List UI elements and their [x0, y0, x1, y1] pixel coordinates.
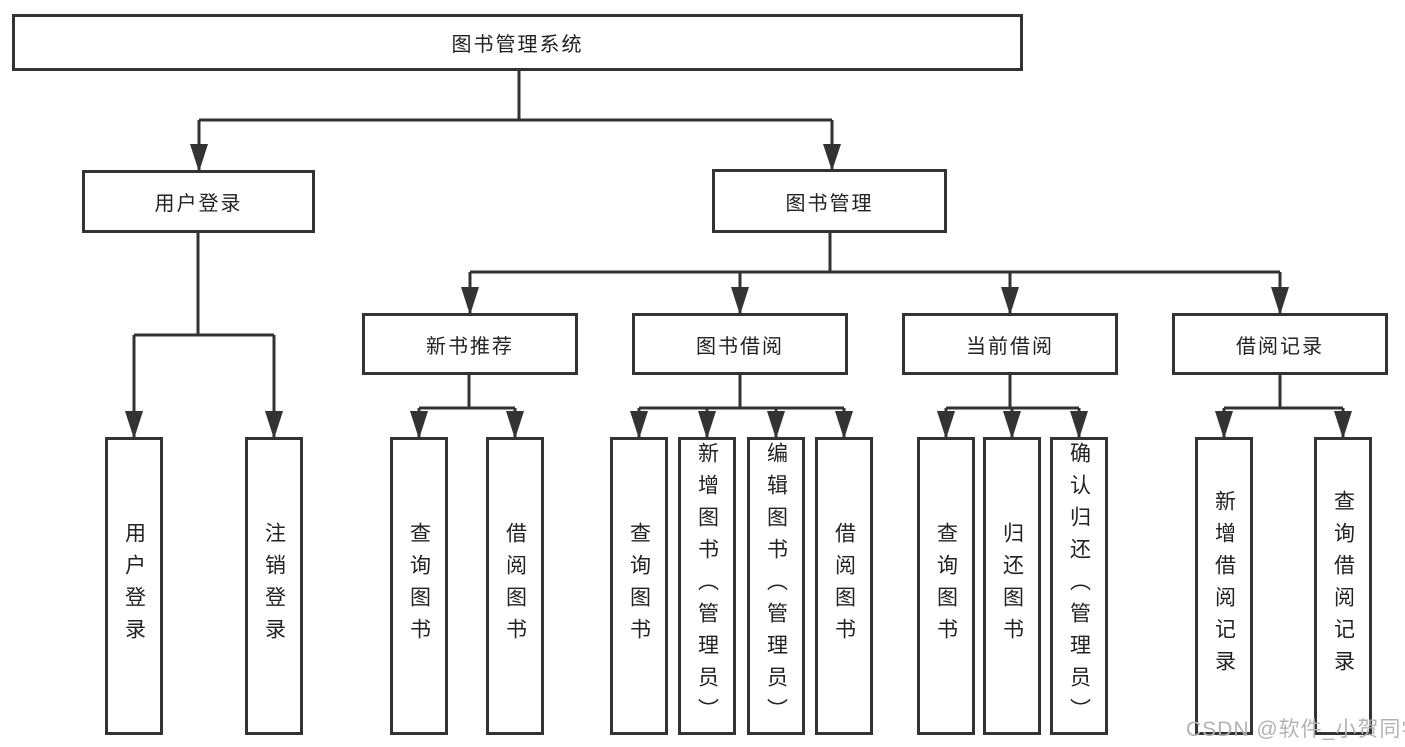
connector-borrow-records-group — [1222, 375, 1345, 437]
node-label: 借阅图书 — [832, 522, 856, 650]
node-label: 确认归还（管理员） — [1067, 442, 1091, 730]
node-label: 用户登录 — [122, 522, 146, 650]
node-label: 编辑图书（管理员） — [764, 442, 788, 730]
leaf-add-books-admin: 新增图书（管理员） — [678, 437, 736, 735]
leaf-return-books: 归还图书 — [983, 437, 1041, 735]
arrowheads — [125, 144, 1352, 439]
leaf-confirm-return-admin: 确认归还（管理员） — [1050, 437, 1108, 735]
node-new-book-recommend: 新书推荐 — [362, 313, 578, 375]
node-user-login: 用户登录 — [82, 170, 315, 233]
node-label: 归还图书 — [1000, 522, 1024, 650]
leaf-add-borrow-record: 新增借阅记录 — [1195, 437, 1253, 735]
node-label: 查询图书 — [934, 522, 958, 650]
leaf-borrow-books-borrowing: 借阅图书 — [815, 437, 873, 735]
connector-user-login-group — [132, 233, 276, 437]
node-book-management: 图书管理 — [712, 169, 947, 233]
node-label: 查询借阅记录 — [1331, 490, 1355, 682]
watermark-text: CSDN @软件_小贺同学 — [1186, 718, 1405, 741]
leaf-search-borrow-record: 查询借阅记录 — [1314, 437, 1372, 735]
node-label: 用户登录 — [154, 193, 243, 215]
leaf-user-login: 用户登录 — [105, 437, 163, 735]
connector-book-borrowing-group — [637, 375, 846, 437]
node-current-borrowing: 当前借阅 — [902, 313, 1118, 375]
node-label: 注销登录 — [262, 522, 286, 650]
leaf-search-books-borrowing: 查询图书 — [610, 437, 668, 735]
node-label: 图书借阅 — [696, 335, 784, 358]
node-label: 新书推荐 — [426, 335, 514, 358]
connector-new-book-group — [417, 375, 517, 437]
node-label: 新增借阅记录 — [1212, 490, 1236, 682]
node-borrowing-records: 借阅记录 — [1172, 313, 1388, 375]
connector-root-to-level2 — [197, 71, 834, 170]
node-label: 借阅记录 — [1236, 335, 1324, 358]
node-label: 新增图书（管理员） — [695, 442, 719, 730]
node-library-management-system: 图书管理系统 — [12, 14, 1023, 71]
node-label: 借阅图书 — [503, 522, 527, 650]
leaf-search-books-current: 查询图书 — [917, 437, 975, 735]
node-label: 查询图书 — [407, 522, 431, 650]
leaf-logout: 注销登录 — [245, 437, 303, 735]
leaf-borrow-books-recommend: 借阅图书 — [486, 437, 544, 735]
node-label: 查询图书 — [627, 522, 651, 650]
node-label: 图书管理 — [785, 192, 874, 215]
node-label: 图书管理系统 — [451, 34, 584, 56]
leaf-search-books-recommend: 查询图书 — [390, 437, 448, 735]
node-book-borrowing: 图书借阅 — [632, 313, 848, 375]
leaf-edit-books-admin: 编辑图书（管理员） — [747, 437, 805, 735]
node-label: 当前借阅 — [966, 335, 1054, 358]
connector-level2-to-level3 — [468, 233, 1282, 313]
